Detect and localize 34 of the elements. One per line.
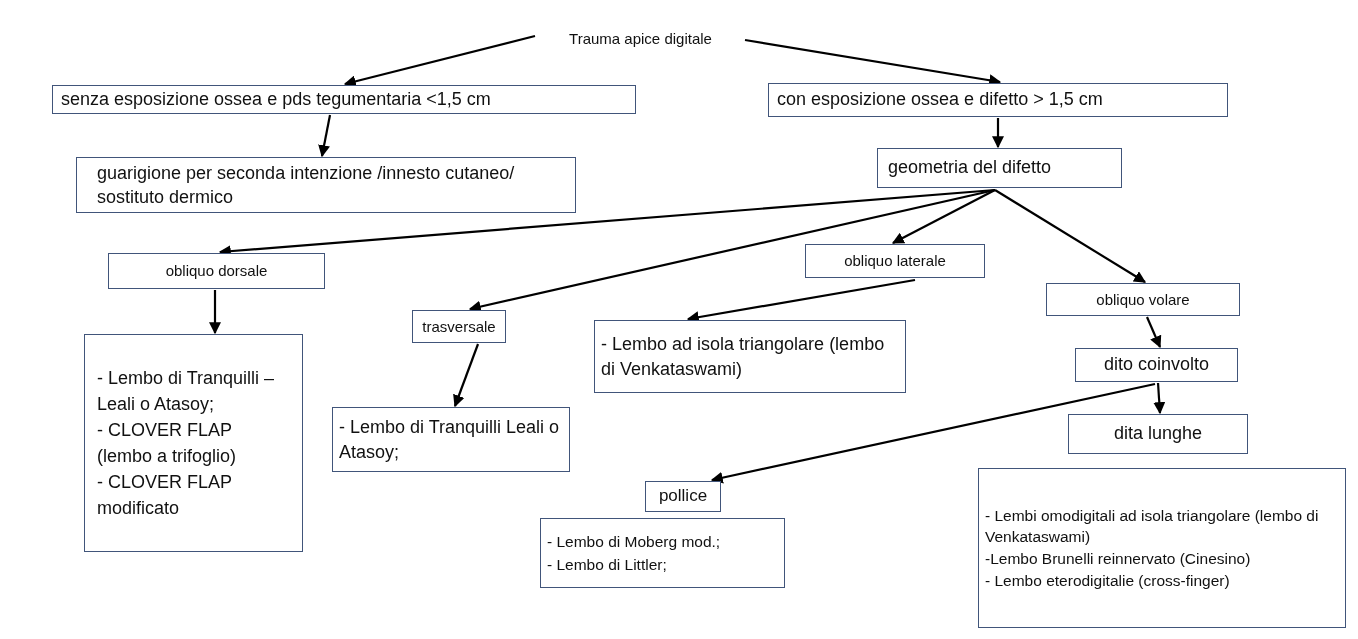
text-box: obliquo dorsale [108,253,325,289]
list-box [540,518,785,588]
arrow [1153,382,1166,415]
arrow [992,118,1004,149]
list-item: -Lembo Brunelli reinnervato (Cinesino) [985,549,1252,569]
arrow [1146,316,1162,349]
arrow [209,290,221,335]
list-item: - Lembo di Littler; [547,555,668,575]
text-box: - Lembo ad isola triangolare (lembo di Venkataswami) [594,320,906,393]
list-item: - Lembo di Tranquilli – Leali o Atasoy; [97,366,276,416]
list-item: - CLOVER FLAP modificato [97,471,233,521]
text-box: senza esposizione ossea e pds tegumentaria <1,5 cm [52,85,636,114]
arrow [710,382,1156,484]
list-item: - CLOVER FLAP (lembo a trifoglio) [97,418,238,468]
text-box: obliquo laterale [805,244,985,278]
text-box: dita lunghe [1068,414,1248,454]
list-box [84,334,303,552]
arrow [891,189,996,244]
text-box: dito coinvolto [1075,348,1238,382]
arrow [318,114,332,158]
text-box: - Lembo di Tranquilli Leali o Atasoy; [332,407,570,472]
text-box: con esposizione ossea e difetto > 1,5 cm [768,83,1228,117]
list-item: - Lembo eterodigitalie (cross-finger) [985,570,1231,591]
text-box: geometria del difetto [877,148,1122,188]
root-label: Trauma apice digitale [538,27,743,51]
text-box: guarigione per seconda intenzione /innesto cutaneo/ sostituto dermico [76,157,576,213]
text-box: obliquo volare [1046,283,1240,316]
list-item: - Lembo di Moberg mod.; [547,531,722,552]
text-box: pollice [645,481,721,512]
arrow [994,189,1146,283]
list-box [978,468,1346,628]
arrow [453,343,480,408]
list-item: - Lembi omodigitali ad isola triangolare (lembo di Venkataswami) [985,505,1320,548]
text-box: trasversale [412,310,506,343]
